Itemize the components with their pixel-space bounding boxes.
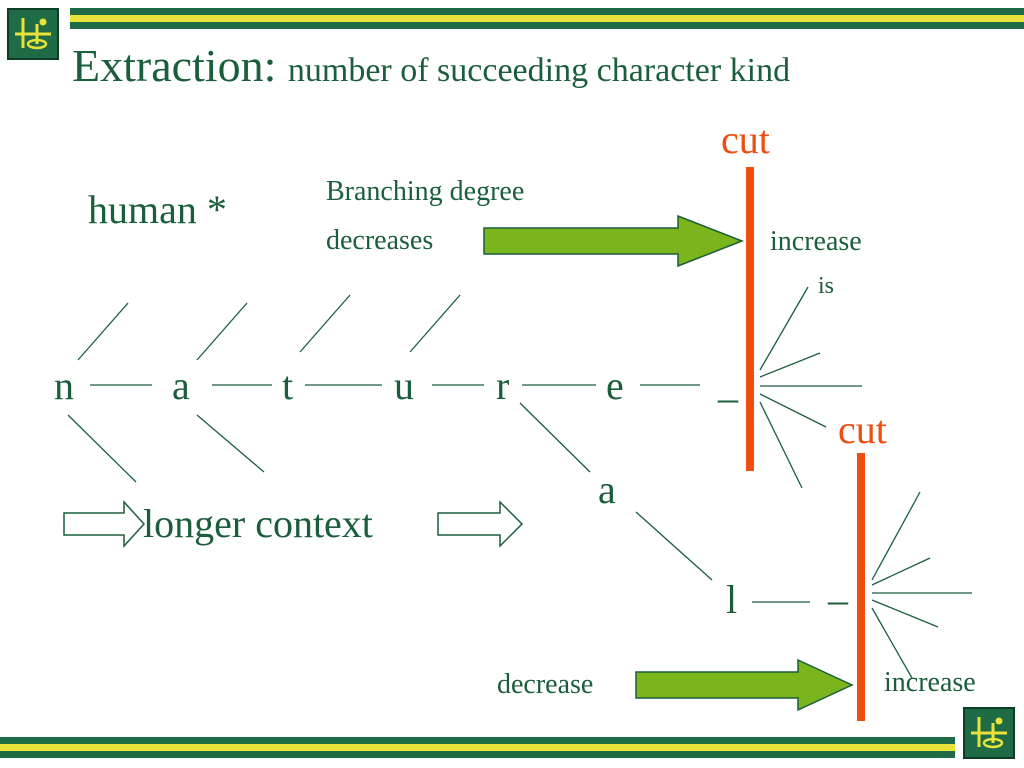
label-human: human *	[88, 187, 227, 232]
fan-top-4	[759, 393, 827, 428]
fan-bottom-1	[871, 491, 921, 581]
char-l: l	[726, 577, 738, 622]
label-increase-top: increase	[770, 226, 862, 257]
cut-bar-bottom	[857, 453, 865, 721]
char-n: n	[54, 363, 74, 408]
bottom-band-dark-2	[0, 751, 955, 758]
title-subtitle: number of succeeding character kind	[287, 52, 791, 89]
top-band-dark-2	[70, 22, 1024, 29]
arrow-decreases	[483, 214, 745, 268]
branch-n-up	[77, 302, 129, 361]
fan-bottom-4	[871, 599, 939, 628]
char-t: t	[282, 363, 294, 408]
label-longer-context: longer context	[143, 501, 373, 546]
fan-bottom-2	[871, 557, 931, 586]
char-a: a	[172, 363, 190, 408]
top-band-yellow	[70, 15, 1024, 22]
bottom-band-yellow	[0, 744, 955, 751]
label-cut-bottom: cut	[838, 407, 887, 452]
char-r: r	[496, 363, 510, 408]
label-cut-top: cut	[721, 117, 770, 162]
top-band-dark-1	[70, 8, 1024, 15]
logo-icon	[7, 8, 59, 60]
char-a-branch: a	[598, 467, 616, 512]
label-increase-bottom: increase	[884, 667, 976, 698]
cut-bar-top	[746, 167, 754, 471]
label-decreases: decreases	[326, 225, 434, 256]
label-decrease: decrease	[497, 669, 594, 700]
char-u: u	[394, 363, 414, 408]
char-dash-top: –	[718, 375, 738, 420]
label-is: is	[818, 273, 835, 299]
logo-icon-bottom	[963, 707, 1015, 759]
page-title: Extraction: number of succeeding charact…	[72, 38, 790, 99]
label-branching-degree: Branching degree	[326, 176, 525, 207]
bottom-band-dark-1	[0, 737, 955, 744]
fan-top-2	[759, 352, 821, 378]
fan-top-1	[759, 286, 809, 371]
branch-r-down	[519, 402, 591, 473]
edge-a-l	[635, 511, 713, 581]
arrow-longer-context-right	[437, 500, 524, 548]
branch-a-down	[196, 414, 265, 473]
char-e: e	[606, 363, 624, 408]
arrow-longer-context-left	[63, 500, 146, 548]
char-dash-bottom: –	[828, 577, 848, 622]
branch-a-up	[196, 302, 248, 361]
branch-n-down	[67, 414, 137, 483]
title-main: Extraction:	[72, 40, 277, 91]
branch-t-up	[299, 294, 351, 353]
fan-top-5	[759, 401, 803, 489]
arrow-decrease-bottom	[635, 658, 854, 712]
fan-bottom-5	[871, 607, 913, 679]
branch-u-up	[409, 294, 461, 353]
